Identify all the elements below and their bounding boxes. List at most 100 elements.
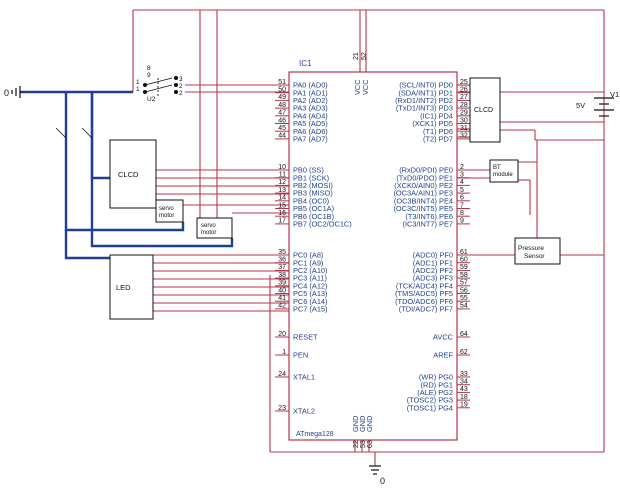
ic-left-pin-number: 51 [278,79,286,86]
ic-right-pin-number: 8 [460,210,464,217]
pressure-sensor-label-line1: Pressure [518,245,544,252]
clcd-left-box [109,139,157,209]
ic-left-pin-label: PC2 (A10) [293,266,328,275]
ic-right-pin-label: (TxD0/PDO) PE1 [396,173,453,182]
gnd-pin-1: 22 [353,440,360,448]
ic-right-pin-label: (SDA/INT1) PD1 [398,88,453,97]
ic-left-pin-number: 46 [278,117,286,124]
ic-left-pin-number: 48 [278,102,286,109]
clcd-right-box [469,77,501,143]
ic-left-pin-number: 14 [278,195,286,202]
ic-left-pin-number: 15 [278,202,286,209]
ic-right-pin-label: (TDO/ADC6) PF6 [395,297,453,306]
led-box [109,254,154,320]
ic-left-pin-number: 37 [278,264,286,271]
ic-left-pin-label: PC5 (A13) [293,289,328,298]
ic-right-pin-number: 55 [460,295,468,302]
ic-left-pin-label: PA6 (AD6) [293,127,328,136]
ground-label-left: 0 [4,88,9,98]
ic-left-pin-number: 49 [278,94,286,101]
ic-right-pin-number: 31 [460,125,468,132]
ic-left-pin-number: 17 [278,218,286,225]
ic-left-pin-number: 39 [278,280,286,287]
ic-left-pin-number: 1 [282,349,286,356]
ic-left-pin-label: PC6 (A14) [293,297,328,306]
bt-module-box [489,159,519,183]
clcd-left-label: CLCD [118,170,139,179]
vcc-label-2: VCC [361,79,370,95]
ic-left-pin-number: 11 [279,172,286,179]
ic-right-pin-label: (XCK0/AIN0) PE2 [394,181,453,190]
ic-left-pin-number: 10 [278,164,286,171]
ic-part-name: ATmega128 [296,431,334,438]
switch-left-label-2: 1 [136,86,140,93]
ic-left-pin-number: 24 [278,371,286,378]
ic-left-pin-label: PB5 (OC1A) [293,204,334,213]
ic-left-pin-label: XTAL2 [293,407,315,416]
ic-right-pin-label: (SCL/INT0) PD0 [399,81,453,90]
ic-left-pin-label: PA2 (AD2) [293,96,328,105]
ic-left-pin-number: 44 [278,133,286,140]
ic-right-pin-label: (OC3C/INT5) PE5 [393,204,453,213]
pressure-sensor-box [514,237,561,265]
ic-left-pin-label: PB2 (MOSI) [293,181,333,190]
switch-top-label-2: 9 [147,72,151,79]
servo-motor-2-label-line2: motor [201,230,216,236]
ic-right-pin-label: (RxD1/INT2) PD2 [395,96,453,105]
bt-module-label-line2: module [493,172,513,178]
ic-right-pin-number: 26 [460,87,468,94]
ic-left-pin-number: 23 [278,405,286,412]
ic-right-pin-number: 60 [460,257,468,264]
ic-left-pin-label: PA0 (AD0) [293,81,328,90]
vcc-label-1: VCC [353,79,362,95]
bus-marks [55,127,93,139]
ic-right-pin-number: 2 [460,164,464,171]
switch-right-label-2: 2 [179,83,183,90]
servo-motor-1-label-line2: motor [159,213,174,219]
battery-reference: V1 [610,90,619,99]
ic-right-pin-label: (ADC1) PF1 [413,258,453,267]
ic-left-pin-number: 47 [278,110,286,117]
ic-left-pin-label: PB1 (SCK) [293,173,329,182]
ic-body [288,71,458,441]
ic-right-pin-number: 61 [460,249,468,256]
ic-left-pin-number: 45 [278,125,286,132]
ic-left-pin-label: PB4 (OC0) [293,196,329,205]
gnd-label-1: GND [351,416,360,432]
ic-right-pin-label: (ADC0) PF0 [413,251,453,260]
ic-left-pin-label: PC1 (A9) [293,258,323,267]
ic-left-pin-label: PC0 (A8) [293,251,323,260]
ic-right-pin-number: 19 [460,402,468,409]
ground-label-bottom: 0 [380,476,385,486]
ic-right-pin-label: (OC3B/INT4) PE4 [394,196,453,205]
ic-left-pin-label: PC4 (A12) [293,281,328,290]
ic-right-pin-number: 58 [460,272,468,279]
bt-module-label-line1: BT [493,165,501,171]
switch-ref-label: U2 [147,96,156,103]
led-label: LED [116,283,131,292]
gnd-label-3: GND [365,416,374,432]
ic-right-pin-label: (ADC3) PF3 [413,274,453,283]
switch-right-label-3: 2 [179,90,183,97]
ic-left-pin-label: RESET [293,333,318,342]
ic-right-pin-label: (TOSC1) PG4 [407,403,453,412]
ic-right-pin-number: 64 [460,331,468,338]
ic-right-pin-number: 32 [460,133,468,140]
ic-left-pin-label: PB3 (MISO) [293,189,333,198]
ic-right-pin-number: 34 [460,379,468,386]
ic-right-pin-label: (TxD1/INT3) PD3 [396,104,453,113]
servo-motor-2-label-line1: servo [201,223,216,229]
ic-right-pin-label: (T3/INT6) PE6 [405,212,453,221]
switch-u2 [142,75,179,96]
ic-left-pin-label: PB0 (SS) [293,166,324,175]
ic-left-pin-label: PA7 (AD7) [293,135,328,144]
ic-right-pin-label: (TCK/ADC4) PF4 [396,281,453,290]
servo-motor-1-box [155,199,184,223]
gnd-pin-2: 53 [360,440,367,448]
ic-right-pin-label: (T1) PD6 [423,127,453,136]
ic-right-pin-number: 57 [460,280,468,287]
ic-left-pin-number: 50 [278,87,286,94]
ic-left-pin-number: 35 [278,249,286,256]
servo-motor-2-box [196,217,233,239]
